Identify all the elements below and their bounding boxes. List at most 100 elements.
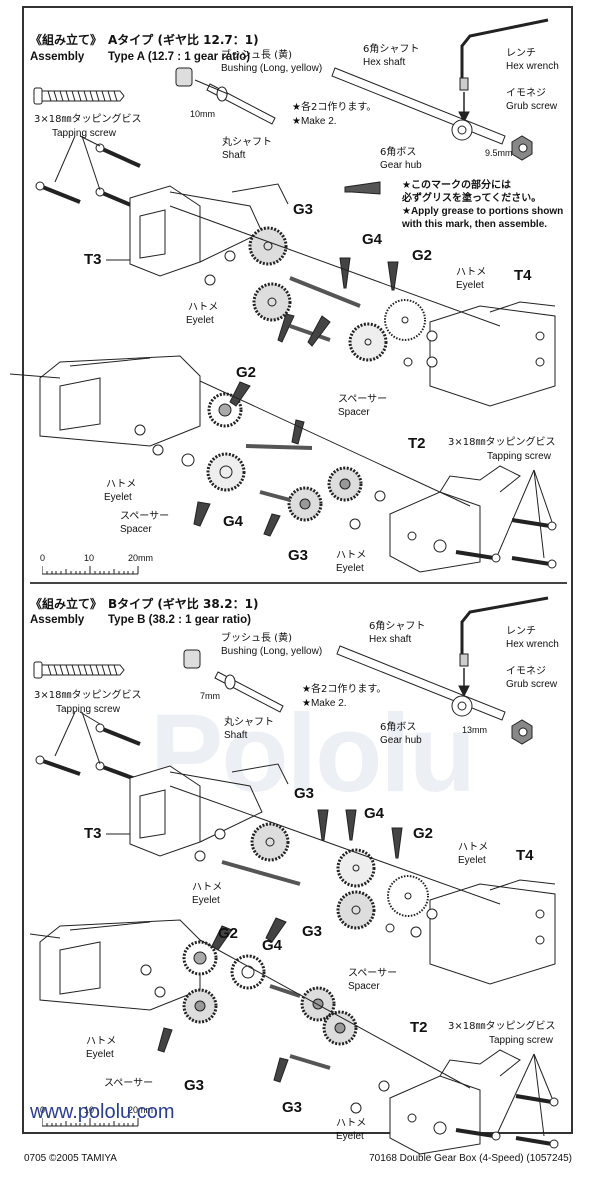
type-title-jp: Bタイプ (ギヤ比 38.2：1): [108, 597, 259, 611]
spacer-label-jp: スペーサー: [338, 394, 388, 405]
shaft-label-jp: 丸シャフト: [224, 717, 274, 728]
hex-shaft-label-en: Hex shaft: [369, 634, 412, 645]
tapping-screw-label-en: Tapping screw: [487, 451, 551, 462]
screw-small-icon: [35, 181, 81, 204]
eyelet-label-jp: ハトメ: [336, 1118, 367, 1129]
part-label-g3: G3: [294, 785, 315, 802]
hex-wrench-icon: [460, 18, 549, 86]
gear-g3: [336, 890, 376, 930]
part-label-t4: T4: [514, 267, 532, 284]
hex-shaft-icon: [336, 645, 506, 721]
pololu-watermark: Pololu: [150, 692, 476, 815]
eyelet-label-en: Eyelet: [336, 1131, 364, 1142]
hex-shaft-label-en: Hex shaft: [363, 57, 406, 68]
gear-g3: [300, 986, 336, 1022]
bushing-label-jp: ブッシュ長 (黄): [221, 633, 292, 644]
part-label-g2: G2: [236, 364, 257, 381]
shaft-label-jp: 丸シャフト: [222, 137, 272, 148]
gear-hub-label-en: Gear hub: [380, 735, 422, 746]
gear-hub-icon: [451, 119, 473, 141]
frame-top-border: [22, 6, 573, 8]
bushing-label-en: Bushing (Long, yellow): [221, 63, 323, 74]
section-divider: [30, 582, 567, 584]
hex-shaft-label-jp: 6角シャフト: [369, 621, 426, 632]
bushing-label-en: Bushing (Long, yellow): [221, 646, 323, 657]
scale-label-10: 10: [84, 553, 95, 563]
shaft-label-en: Shaft: [222, 150, 246, 161]
hex-wrench-icon: [460, 596, 549, 662]
type-a-exploded-diagram: [9, 18, 557, 573]
eyelet-label-en: Eyelet: [104, 492, 132, 503]
pololu-url-watermark: www.pololu.com: [30, 1101, 175, 1123]
gearbox-housing-t3: [129, 183, 289, 277]
hex-wrench-label-jp: レンチ: [506, 626, 536, 637]
tapping-screw-icon: [33, 87, 125, 105]
grub-screw-label-jp: イモネジ: [506, 666, 546, 677]
grease-tube-icon: [344, 181, 381, 195]
part-label-g4: G4: [262, 937, 283, 954]
scale-label-0: 0: [40, 1105, 46, 1115]
assembly-section-type-b: 《組み立て》 Bタイプ (ギヤ比 38.2：1) Assembly Type B…: [0, 588, 600, 1164]
gear-g3: [322, 1010, 358, 1046]
scale-ruler: [42, 566, 139, 575]
grease-note-en-1: ★Apply grease to portions shown: [402, 206, 564, 217]
part-label-g2: G2: [218, 925, 239, 942]
scale-label-10: 10: [84, 1105, 95, 1115]
type-b-exploded-diagram: [29, 596, 559, 1155]
tapping-screw-label-jp: 3×18㎜タッピングビス: [34, 114, 142, 125]
gearbox-housing-t4: [429, 879, 556, 985]
gear-g3: [287, 486, 323, 522]
part-label-g3: G3: [288, 547, 309, 564]
grease-note-jp-2: 必ずグリスを塗ってください。: [402, 193, 542, 204]
spacer-label-en: Spacer: [120, 524, 152, 535]
gearbox-housing-t4: [429, 301, 556, 407]
assembly-title-en: Assembly: [30, 51, 85, 63]
spacer-label-jp: スペーサー: [120, 511, 170, 522]
gear-hub-dimension: 13mm: [462, 725, 488, 735]
hex-nut-icon: [511, 135, 533, 161]
screw-small-icon: [95, 723, 141, 746]
screw-small-icon: [515, 1094, 559, 1107]
part-label-g2: G2: [412, 247, 433, 264]
tapping-screw-icon: [33, 661, 125, 679]
eyelet-label-en: Eyelet: [336, 563, 364, 574]
part-label-g3: G3: [293, 201, 314, 218]
eyelet-label-jp: ハトメ: [192, 882, 223, 893]
part-label-g3: G3: [184, 1077, 205, 1094]
tapping-screw-label-jp: 3×18㎜タッピングビス: [34, 690, 142, 701]
part-label-t3: T3: [84, 251, 102, 268]
grub-screw-label-jp: イモネジ: [506, 88, 546, 99]
part-label-g3: G3: [302, 923, 323, 940]
round-shaft-icon: [214, 671, 284, 713]
screw-small-icon: [511, 556, 557, 569]
eyelet-label-en: Eyelet: [186, 315, 214, 326]
part-label-g4: G4: [364, 805, 385, 822]
spacer-label-en: Spacer: [338, 407, 370, 418]
grease-note-jp-1: ★このマークの部分には: [402, 180, 511, 191]
part-label-t2: T2: [408, 435, 426, 452]
part-label-g2: G2: [413, 825, 434, 842]
grub-screw-label-en: Grub screw: [506, 101, 558, 112]
bushing-dimension: 10mm: [190, 109, 216, 119]
spacer-label-jp: スペーサー: [348, 968, 398, 979]
assembly-title-en: Assembly: [30, 614, 85, 626]
gear-g3: [252, 282, 292, 322]
screw-small-icon: [455, 550, 501, 563]
assembled-gearbox: [29, 919, 201, 1011]
gear-g2: [182, 940, 218, 976]
gear-hub-icon: [451, 695, 473, 717]
make-two-note-jp: ★各2コ作ります。: [302, 684, 387, 695]
grub-screw-icon: [459, 77, 469, 91]
gear-g2: [384, 299, 426, 341]
eyelet-label-en: Eyelet: [192, 895, 220, 906]
gear-g2: [387, 875, 429, 917]
tapping-screw-label-jp: 3×18㎜タッピングビス: [448, 437, 556, 448]
bushing-icon: [175, 67, 193, 87]
part-label-t2: T2: [410, 1019, 428, 1036]
bushing-icon: [183, 649, 201, 669]
assembly-section-type-a: 《組み立て》 Aタイプ (ギヤ比 12.7：1) Assembly Type A…: [0, 6, 600, 582]
part-label-g4: G4: [223, 513, 244, 530]
bushing-label-jp: ブッシュ長 (黄): [221, 50, 292, 61]
footer-product-code: 70168 Double Gear Box (4-Speed) (1057245…: [369, 1153, 572, 1164]
footer-copyright: 0705 ©2005 TAMIYA: [24, 1153, 117, 1164]
